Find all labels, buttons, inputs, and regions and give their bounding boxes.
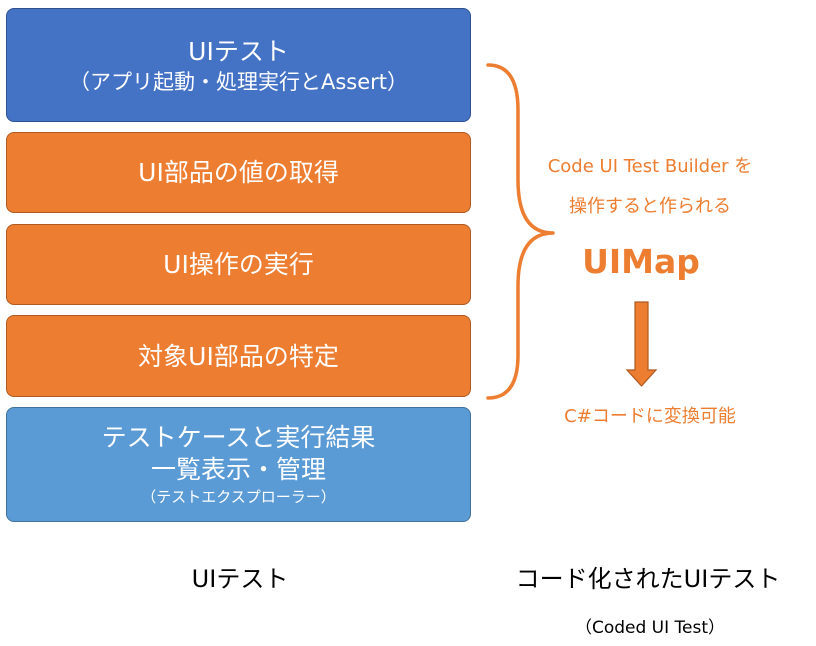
execute-box: UI操作の実行 <box>6 224 471 305</box>
explorer-box: テストケースと実行結果 一覧表示・管理 （テストエクスプローラー） <box>6 407 471 522</box>
caption-coded-ui-test-en: （Coded UI Test） <box>574 618 726 638</box>
explorer-note: （テストエクスプローラー） <box>141 487 336 506</box>
get-value-label: UI部品の値の取得 <box>138 158 339 187</box>
ui-test-subtitle: （アプリ起動・処理実行とAssert） <box>68 69 409 94</box>
execute-label: UI操作の実行 <box>163 250 314 279</box>
ui-test-box: UIテスト （アプリ起動・処理実行とAssert） <box>6 8 471 122</box>
explorer-line1: テストケースと実行結果 <box>101 422 376 452</box>
down-arrow-icon <box>625 301 658 387</box>
convert-note: C#コードに変換可能 <box>564 406 736 427</box>
get-value-box: UI部品の値の取得 <box>6 132 471 213</box>
uimap-title: UIMap <box>582 242 700 281</box>
identify-label: 対象UI部品の特定 <box>138 341 339 371</box>
builder-note-line2: 操作すると作られる <box>569 196 731 217</box>
ui-test-title: UIテスト <box>188 36 289 66</box>
explorer-line2: 一覧表示・管理 <box>150 454 326 484</box>
caption-coded-ui-test: コード化されたUIテスト <box>515 565 781 593</box>
caption-ui-test: UIテスト <box>191 565 289 593</box>
right-curly-brace <box>486 63 555 400</box>
identify-box: 対象UI部品の特定 <box>6 315 471 397</box>
builder-note-line1: Code UI Test Builder を <box>547 156 753 177</box>
